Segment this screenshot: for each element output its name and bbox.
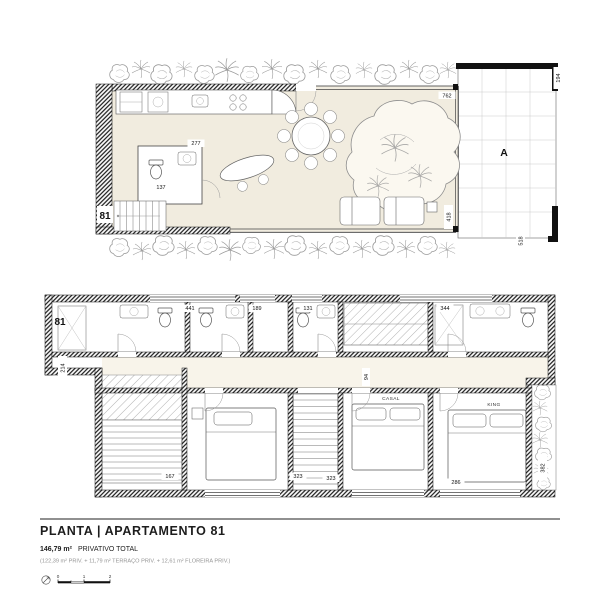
bath-sink [177,151,197,166]
dim-518: 518 [519,236,525,245]
vegetation-bottom [109,235,456,262]
dim-323-b: 323 [326,476,335,482]
cooktop [229,94,247,111]
dim-418: 418 [447,212,453,221]
coffee-table [219,154,275,192]
bedroom-1-bed [191,407,277,481]
north-indicator [41,575,51,585]
window-top [316,85,456,90]
terrace: A [456,63,558,242]
bedroom-king-bed [447,409,527,483]
window-bottom [230,228,456,233]
side-table [426,201,438,213]
bathroom-1 [198,304,245,328]
bath-door-arc [201,179,221,199]
upper-dimensions: 762 194 418 518 277 137 [152,67,563,254]
unit-label-bg [97,206,113,223]
terrace-wall-top [456,63,558,69]
oven [147,91,169,113]
dim-137: 137 [156,185,165,191]
unit-number-upper: 81 [99,211,111,222]
bathroom-2 [295,304,336,328]
lounger [383,196,425,226]
vegetation-top [109,57,457,85]
stair-void-bottom-left [101,374,183,484]
area-value: 146,79 m² [40,546,73,553]
upper-bathroom [137,145,221,205]
upper-stairs [113,200,167,232]
lower-doors [117,333,467,412]
dim-441: 441 [185,306,194,312]
dim-194: 194 [556,73,562,82]
dim-344: 344 [440,306,449,312]
kitchen-sink [191,94,209,108]
dim-382: 382 [541,463,547,472]
dining-chairs [277,102,345,170]
windows-top [150,295,492,302]
lower-floor-plan: 81 CASAL KING 441 189 131 344 214 94 167… [44,294,557,498]
lounger [339,196,381,226]
scale-0: 0 [57,574,60,579]
grid-column-label: A [500,147,508,159]
area-breakdown: (122,39 m² PRIV. + 11,79 m² TERRAÇO PRIV… [40,559,231,565]
dim-167: 167 [165,474,174,480]
upper-floor-plan: A [95,57,563,262]
footer: PLANTA | APARTAMENTO 81 146,79 m² PRIVAT… [40,518,560,585]
lounge-area [339,196,438,226]
kitchen [115,89,297,115]
dim-214: 214 [61,363,67,372]
wardrobe [343,302,429,346]
scale-bar: 0 1 2 [57,574,112,584]
bedroom-casal-bed [351,403,425,471]
dim-189: 189 [252,306,261,312]
scale-2: 2 [109,574,112,579]
terrace-grid [458,68,556,238]
unit-number-lower: 81 [54,317,66,328]
dim-277: 277 [191,141,200,147]
terrace-floor [457,67,557,239]
room-label-king: KING [487,402,500,408]
dim-286: 286 [451,480,460,486]
dim-131: 131 [303,306,312,312]
scale-1: 1 [83,574,86,579]
terrace-wall-bottom-cap [548,236,558,242]
windows-bottom [205,490,520,497]
dining-table [277,102,345,170]
nightstand [191,407,204,420]
plan-title: PLANTA | APARTAMENTO 81 [40,524,226,538]
bathroom-left [57,304,173,351]
dim-762: 762 [442,93,451,99]
dim-323-a: 323 [293,474,302,480]
lower-stairs [292,393,339,485]
terrace-wall-right-lower [552,206,558,238]
area-suffix: PRIVATIVO TOTAL [78,546,138,553]
dim-94: 94 [364,374,370,380]
lower-dimensions: 441 189 131 344 214 94 167 323 323 286 3… [58,304,547,486]
room-label-casal: CASAL [382,396,400,402]
